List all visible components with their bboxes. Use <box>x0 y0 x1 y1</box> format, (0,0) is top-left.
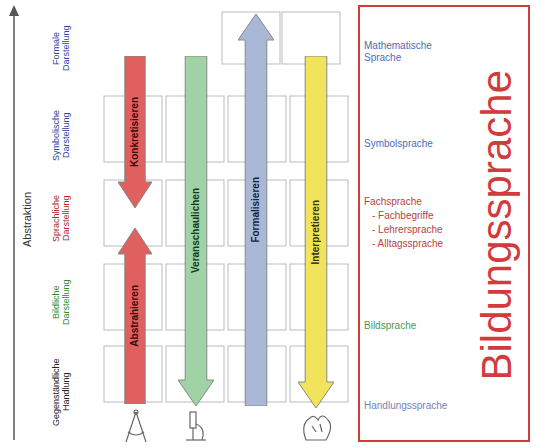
down-arrow: Interpretieren <box>298 56 334 408</box>
down-arrow: Veranschaulichen <box>178 56 214 406</box>
down-arrow: Konkretisieren <box>118 56 152 208</box>
level-label: Bildliche Darstellung <box>44 264 78 340</box>
compass-icon <box>126 410 146 442</box>
main-title: Bildungssprache <box>476 70 518 381</box>
language-label: Symbolsprache <box>364 138 470 150</box>
axis-arrowhead <box>9 5 19 16</box>
arrow-label: Abstrahieren <box>130 285 140 347</box>
language-label: Bildsprache <box>364 320 470 332</box>
hands-icon <box>304 416 331 440</box>
level-label: Sprachliche Darstellung <box>44 180 78 256</box>
language-label: Mathematische Sprache <box>364 40 470 63</box>
language-label: Handlungssprache <box>364 400 470 412</box>
up-arrow: Abstrahieren <box>118 228 152 404</box>
arrow-label: Veranschaulichen <box>191 188 201 273</box>
language-label: - Fachbegriffe <box>372 210 470 222</box>
axis-label: Abstraktion <box>19 160 35 280</box>
arrow-label: Formalisieren <box>251 177 261 243</box>
level-label: Formale Darstellung <box>44 10 78 86</box>
microscope-icon <box>186 412 206 440</box>
language-label: - Alltagssprache <box>372 238 470 250</box>
arrow-label: Interpretieren <box>311 200 321 264</box>
arrow-label: Konkretisieren <box>130 97 140 167</box>
language-label: Fachsprache <box>364 196 470 208</box>
up-arrow: Formalisieren <box>238 14 274 406</box>
language-label: - Lehrersprache <box>372 224 470 236</box>
language-box: Bildungssprache <box>358 5 530 442</box>
level-label: Symbolische Darstellung <box>44 96 78 174</box>
level-label: Gegenständliche Handlung <box>44 346 78 438</box>
axis-line <box>13 14 15 440</box>
